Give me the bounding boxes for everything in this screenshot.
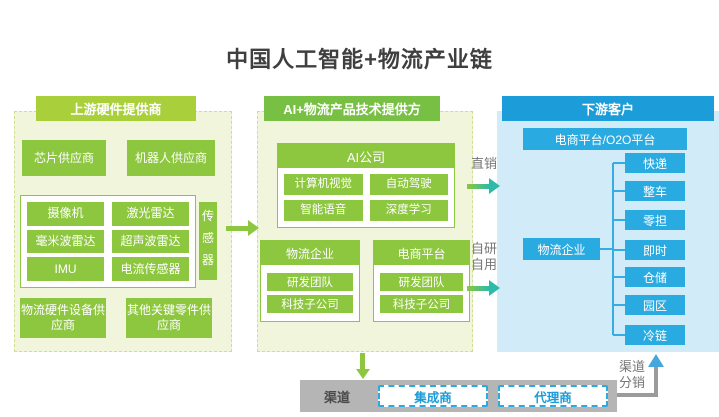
midstream-header: AI+物流产品技术提供方 — [264, 96, 440, 121]
segment-express-box: 快递 — [625, 153, 685, 173]
direct-sales-arrow — [467, 178, 500, 194]
ecommerce-platform-header: 电商平台 — [374, 241, 469, 265]
upstream-to-midstream-arrow — [226, 220, 259, 236]
segment-instant-box: 即时 — [625, 240, 685, 260]
tech-subsidiary-box: 科技子公司 — [380, 295, 463, 314]
midstream-to-channel-arrow-shaft — [360, 353, 365, 370]
robot-supplier-box: 机器人供应商 — [127, 140, 215, 176]
bracket-stub-line — [613, 304, 625, 306]
ecommerce-o2o-platform-box: 电商平台/O2O平台 — [523, 128, 687, 150]
bracket-stub-line — [613, 334, 625, 336]
self-rd-use-label: 自研自用 — [471, 241, 498, 272]
ai-company-body: 计算机视觉 自动驾驶 智能语音 深度学习 — [278, 168, 454, 227]
tech-subsidiary-box: 科技子公司 — [267, 295, 353, 314]
self-rd-use-arrow — [467, 280, 500, 296]
segment-ltl-box: 零担 — [625, 210, 685, 230]
channel-distribution-path-vertical — [654, 366, 658, 397]
page-title: 中国人工智能+物流产业链 — [226, 47, 493, 72]
ai-company-group: AI公司 计算机视觉 自动驾驶 智能语音 深度学习 — [277, 143, 455, 228]
channel-bar: 渠道 集成商 代理商 — [300, 380, 617, 412]
sensor-item-imu: IMU — [27, 257, 104, 281]
direct-sales-label: 直销 — [471, 156, 498, 171]
channel-distribution-arrow-head — [648, 354, 664, 367]
segment-cold-chain-box: 冷链 — [625, 325, 685, 345]
rd-team-box: 研发团队 — [267, 272, 353, 291]
chip-supplier-box: 芯片供应商 — [22, 140, 106, 176]
sensor-item-current-sensor: 电流传感器 — [112, 257, 189, 281]
logistics-enterprise-group: 物流企业 研发团队 科技子公司 — [260, 240, 360, 322]
sensor-group-box: 摄像机 激光雷达 毫米波雷达 超声波雷达 IMU 电流传感器 — [20, 195, 196, 288]
segment-warehousing-box: 仓储 — [625, 267, 685, 287]
ai-item-intelligent-voice: 智能语音 — [284, 200, 363, 221]
sensor-item-ultrasonic-radar: 超声波雷达 — [112, 229, 189, 254]
bracket-stub-line — [613, 162, 625, 164]
ai-company-header: AI公司 — [278, 144, 454, 168]
bracket-stub-line — [613, 219, 625, 221]
ai-item-computer-vision: 计算机视觉 — [284, 174, 363, 195]
bracket-stub-line — [613, 190, 625, 192]
channel-distribution-label: 渠道分销 — [619, 359, 646, 390]
segment-park-box: 园区 — [625, 295, 685, 315]
downstream-logistics-enterprise-box: 物流企业 — [523, 238, 600, 260]
integrator-box: 集成商 — [378, 385, 488, 407]
segment-full-truckload-box: 整车 — [625, 181, 685, 201]
channel-distribution-path-horizontal — [617, 393, 658, 397]
ai-item-autonomous-driving: 自动驾驶 — [369, 174, 448, 195]
channel-label: 渠道 — [324, 389, 351, 405]
other-key-parts-supplier-box: 其他关键零件供应商 — [126, 298, 212, 338]
logistics-hardware-supplier-box: 物流硬件设备供应商 — [20, 298, 106, 338]
ecommerce-platform-group: 电商平台 研发团队 科技子公司 — [373, 240, 470, 322]
downstream-header: 下游客户 — [502, 96, 714, 121]
sensor-vertical-label: 传感器 — [199, 202, 217, 280]
bracket-root-line — [600, 248, 613, 250]
bracket-stub-line — [613, 249, 625, 251]
bracket-stub-line — [613, 276, 625, 278]
agent-box: 代理商 — [498, 385, 608, 407]
rd-team-box: 研发团队 — [380, 272, 463, 291]
sensor-item-lidar: 激光雷达 — [112, 202, 189, 226]
upstream-header: 上游硬件提供商 — [36, 96, 196, 121]
logistics-enterprise-body: 研发团队 科技子公司 — [261, 265, 359, 321]
logistics-enterprise-header: 物流企业 — [261, 241, 359, 265]
midstream-to-channel-arrow-head — [356, 369, 370, 379]
sensor-item-mmwave-radar: 毫米波雷达 — [27, 229, 104, 254]
ecommerce-platform-body: 研发团队 科技子公司 — [374, 265, 469, 321]
sensor-item-camera: 摄像机 — [27, 202, 104, 226]
ai-item-deep-learning: 深度学习 — [369, 200, 448, 221]
